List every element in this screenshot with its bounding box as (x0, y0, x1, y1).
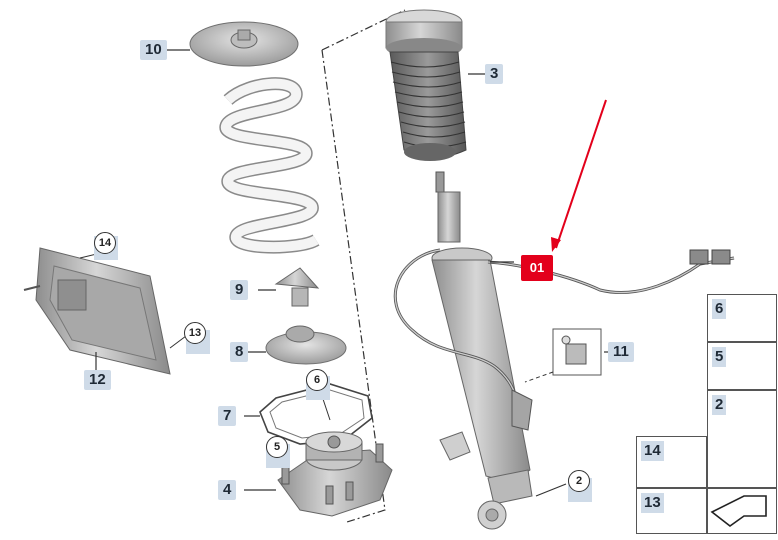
callout-3: 3 (485, 64, 504, 84)
callout-circle-2: 2 (568, 470, 590, 492)
legend-cell-arrow (707, 488, 777, 534)
legend-label-14: 14 (641, 441, 664, 461)
callout-9: 9 (230, 280, 249, 300)
callout-12: 12 (84, 370, 111, 390)
legend-label-13: 13 (641, 493, 664, 513)
callout-10: 10 (140, 40, 167, 60)
assembly-outline-left (321, 49, 386, 523)
callout-4: 4 (218, 480, 237, 500)
legend-cell-2[interactable]: 2 (707, 390, 777, 488)
part-spring-pad (166, 21, 299, 67)
highlight-arrow-head (551, 237, 561, 252)
part-top-mount (244, 431, 393, 517)
part-bump-stop (258, 267, 320, 307)
part-coil-spring (219, 77, 320, 254)
legend-label-5: 5 (712, 347, 727, 367)
callout-circle-5: 5 (266, 436, 288, 458)
part-clamp-box (524, 328, 612, 383)
part-shock-absorber (393, 171, 735, 530)
legend-cell-13[interactable]: 13 (636, 488, 707, 534)
legend-cell-6[interactable]: 6 (707, 294, 777, 342)
part-support-disc (248, 325, 347, 365)
callout-8: 8 (230, 342, 249, 362)
legend-cell-5[interactable]: 5 (707, 342, 777, 390)
legend-label-2: 2 (712, 395, 727, 415)
highlight-arrow (555, 99, 607, 249)
callout-circle-14: 14 (94, 232, 116, 254)
legend-label-6: 6 (712, 299, 727, 319)
part-control-panel (23, 247, 187, 375)
part-dust-boot (385, 9, 486, 161)
highlight-label[interactable]: 01 (521, 255, 553, 281)
legend-cell-14[interactable]: 14 (636, 436, 707, 488)
callout-circle-6: 6 (306, 369, 328, 391)
callout-11: 11 (608, 342, 634, 362)
callout-7: 7 (218, 406, 237, 426)
callout-circle-13: 13 (184, 322, 206, 344)
